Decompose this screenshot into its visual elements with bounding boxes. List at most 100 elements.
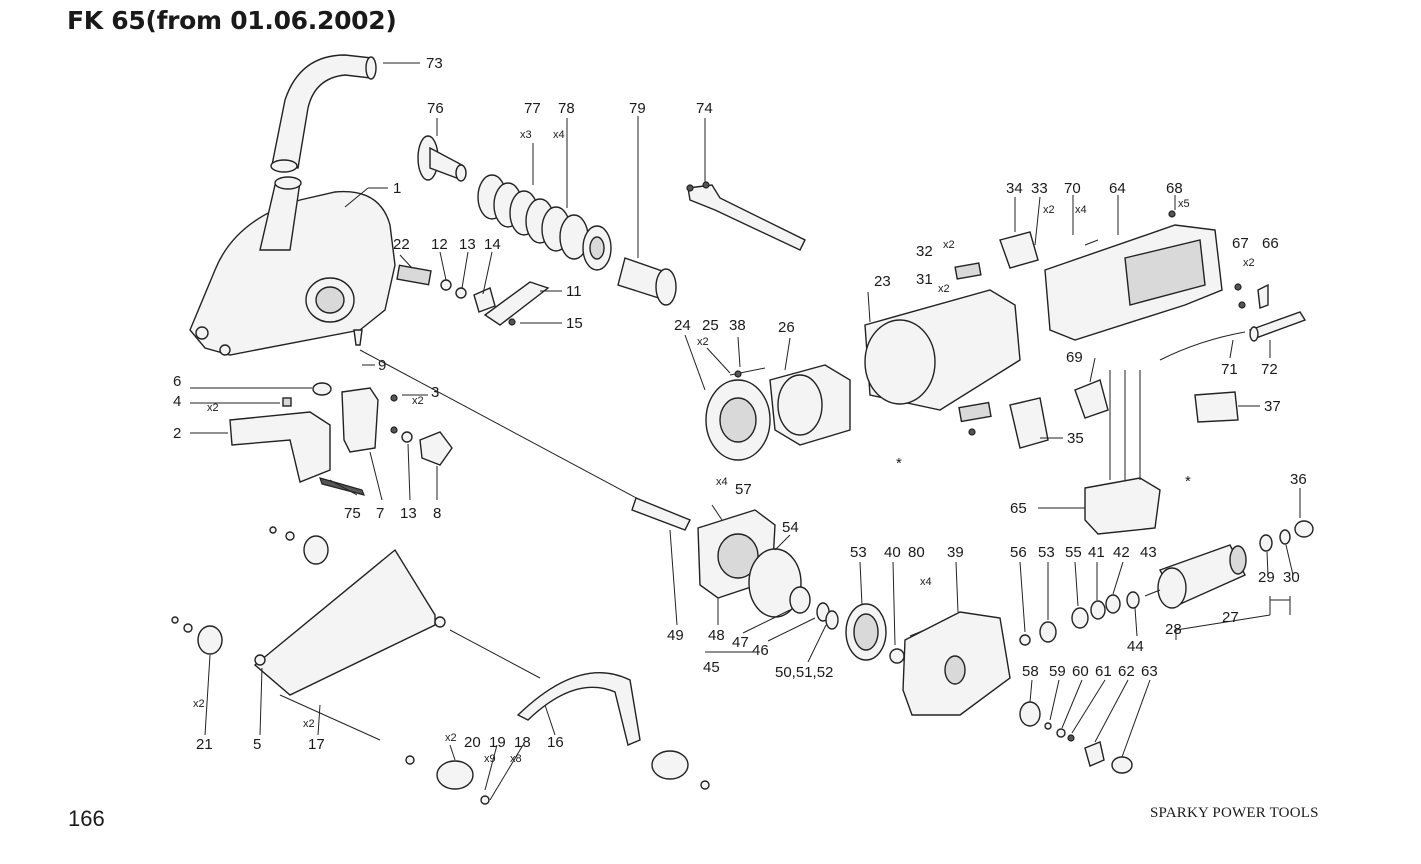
callout-27: 27 — [1222, 609, 1239, 626]
callout-12: 12 — [431, 236, 448, 253]
callout-18: 18 — [514, 734, 531, 751]
callout-68-qty: x5 — [1178, 198, 1190, 210]
callout-71: 71 — [1221, 361, 1238, 378]
callout-19-qty: x9 — [484, 753, 496, 765]
callout-37: 37 — [1264, 398, 1281, 415]
callout-41: 41 — [1088, 544, 1105, 561]
callout-8: 8 — [433, 505, 441, 522]
callout-31: 31 — [916, 271, 933, 288]
callout-47: 47 — [732, 634, 749, 651]
callout-20: 20 — [464, 734, 481, 751]
callout-33: 33 — [1031, 180, 1048, 197]
callout-80-qty: x4 — [920, 576, 932, 588]
callout-21: 21 — [196, 736, 213, 753]
callout-74: 74 — [696, 100, 713, 117]
spring-discs — [477, 174, 612, 271]
callout-64: 64 — [1109, 180, 1126, 197]
callout-21-qty: x2 — [193, 698, 205, 710]
callout-32: 32 — [916, 243, 933, 260]
callout-57-qty: x4 — [716, 476, 728, 488]
callout-17-qty: x2 — [303, 718, 315, 730]
callout-54: 54 — [782, 519, 799, 536]
callout-23: 23 — [874, 273, 891, 290]
callout-26: 26 — [778, 319, 795, 336]
page-number: 166 — [68, 806, 105, 831]
callout-4: 4 — [173, 393, 181, 410]
callout-3-qty: x2 — [412, 395, 424, 407]
callout-55: 55 — [1065, 544, 1082, 561]
callout-24: 24 — [674, 317, 691, 334]
callout-80: 80 — [908, 544, 925, 561]
callout-75: 75 — [344, 505, 361, 522]
callout-38: 38 — [729, 317, 746, 334]
callout-78-qty: x4 — [553, 129, 565, 141]
callout-25: 25 — [702, 317, 719, 334]
callout-18-qty: x8 — [510, 753, 522, 765]
callout-2: 2 — [173, 425, 181, 442]
callout-16: 16 — [547, 734, 564, 751]
callout-6: 6 — [173, 373, 181, 390]
callout-46: 46 — [752, 642, 769, 659]
callout-70: 70 — [1064, 180, 1081, 197]
callout-63: 63 — [1141, 663, 1158, 680]
callout-60: 60 — [1072, 663, 1089, 680]
callout-11: 11 — [566, 283, 582, 300]
callout-25-qty: x2 — [697, 336, 709, 348]
callout-70-qty: x4 — [1075, 204, 1087, 216]
callout-44: 44 — [1127, 638, 1144, 655]
callout-73: 73 — [426, 55, 443, 72]
callout-48: 48 — [708, 627, 725, 644]
callout-3: 3 — [431, 384, 439, 401]
page-title: FK 65(from 01.06.2002) — [67, 6, 397, 35]
callout-35: 35 — [1067, 430, 1084, 447]
callout-72: 72 — [1261, 361, 1278, 378]
callout-61: 61 — [1095, 663, 1112, 680]
callout-65: 65 — [1010, 500, 1027, 517]
callout-69: 69 — [1066, 349, 1083, 366]
callout-56: 56 — [1010, 544, 1027, 561]
callout-15: 15 — [566, 315, 583, 332]
callout-50-51-52: 50,51,52 — [775, 664, 833, 681]
callout-53b: 53 — [1038, 544, 1055, 561]
callout-53a: 53 — [850, 544, 867, 561]
callout-labels: 73 1 76 77 x3 78 x4 79 74 34 33 x2 70 x4… — [173, 55, 1307, 765]
callout-9: 9 — [378, 357, 386, 374]
callout-30: 30 — [1283, 569, 1300, 586]
callout-star-a: * — [896, 455, 902, 472]
callout-76: 76 — [427, 100, 444, 117]
callout-40: 40 — [884, 544, 901, 561]
callout-79: 79 — [629, 100, 646, 117]
callout-67: 67 — [1232, 235, 1249, 252]
callout-66: 66 — [1262, 235, 1279, 252]
callout-5: 5 — [253, 736, 261, 753]
callout-77-qty: x3 — [520, 129, 532, 141]
callout-1: 1 — [393, 180, 401, 197]
callout-67-qty: x2 — [1243, 257, 1255, 269]
callout-31-qty: x2 — [938, 283, 950, 295]
callout-17: 17 — [308, 736, 325, 753]
part-drawings — [171, 54, 1314, 805]
callout-36: 36 — [1290, 471, 1307, 488]
callout-45: 45 — [703, 659, 720, 676]
callout-28: 28 — [1165, 621, 1182, 638]
callout-star-b: * — [1185, 473, 1191, 490]
callout-62: 62 — [1118, 663, 1135, 680]
callout-7: 7 — [376, 505, 384, 522]
callout-20-qty: x2 — [445, 732, 457, 744]
leader-lines — [190, 62, 1301, 801]
callout-13b: 13 — [400, 505, 417, 522]
callout-14: 14 — [484, 236, 501, 253]
callout-78: 78 — [558, 100, 575, 117]
brand-footer: SPARKY POWER TOOLS — [1150, 805, 1319, 821]
callout-34: 34 — [1006, 180, 1023, 197]
callout-32-qty: x2 — [943, 239, 955, 251]
callout-13a: 13 — [459, 236, 476, 253]
callout-68: 68 — [1166, 180, 1183, 197]
callout-77: 77 — [524, 100, 541, 117]
callout-42: 42 — [1113, 544, 1130, 561]
callout-59: 59 — [1049, 663, 1066, 680]
callout-29: 29 — [1258, 569, 1275, 586]
callout-58: 58 — [1022, 663, 1039, 680]
callout-19: 19 — [489, 734, 506, 751]
